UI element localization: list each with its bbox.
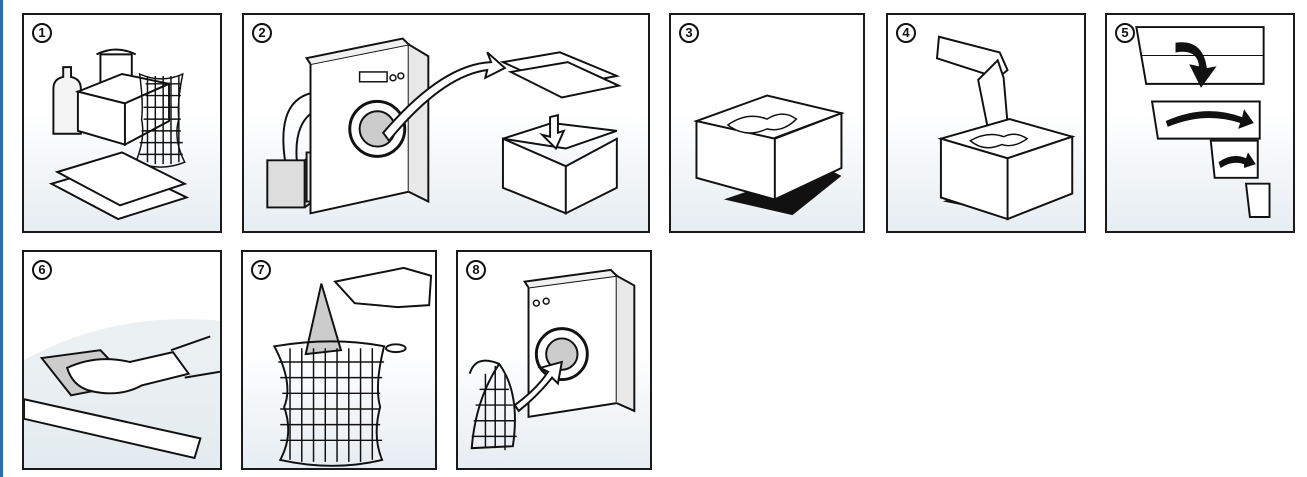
step-number-2: 2 <box>252 23 272 43</box>
step-panel-6: 6 <box>22 250 222 470</box>
net-bag-icon <box>243 252 435 468</box>
step-number-4: 4 <box>896 23 916 43</box>
step-panel-3: 3 <box>669 13 865 233</box>
step-panel-4: 4 <box>886 13 1086 233</box>
step-panel-2: 2 <box>242 13 650 233</box>
step-number-8: 8 <box>466 260 486 280</box>
fold-arrows-icon <box>1107 15 1293 231</box>
box-icon <box>671 15 863 231</box>
step-number-1: 1 <box>32 23 52 43</box>
step-number-3: 3 <box>679 23 699 43</box>
left-edge-accent <box>0 0 3 477</box>
step-number-6: 6 <box>32 260 52 280</box>
wipe-surface-icon <box>24 252 220 468</box>
step-panel-1: 1 <box>22 13 222 233</box>
step-panel-7: 7 <box>241 250 437 470</box>
step-number-5: 5 <box>1115 23 1135 43</box>
step-panel-8: 8 <box>456 250 652 470</box>
step-panel-5: 5 <box>1105 13 1295 233</box>
washing-machine-icon <box>244 15 648 231</box>
supplies-icon <box>24 15 220 231</box>
step-number-7: 7 <box>251 260 271 280</box>
machine-load-icon <box>458 252 650 468</box>
gloved-hand-icon <box>888 15 1084 231</box>
